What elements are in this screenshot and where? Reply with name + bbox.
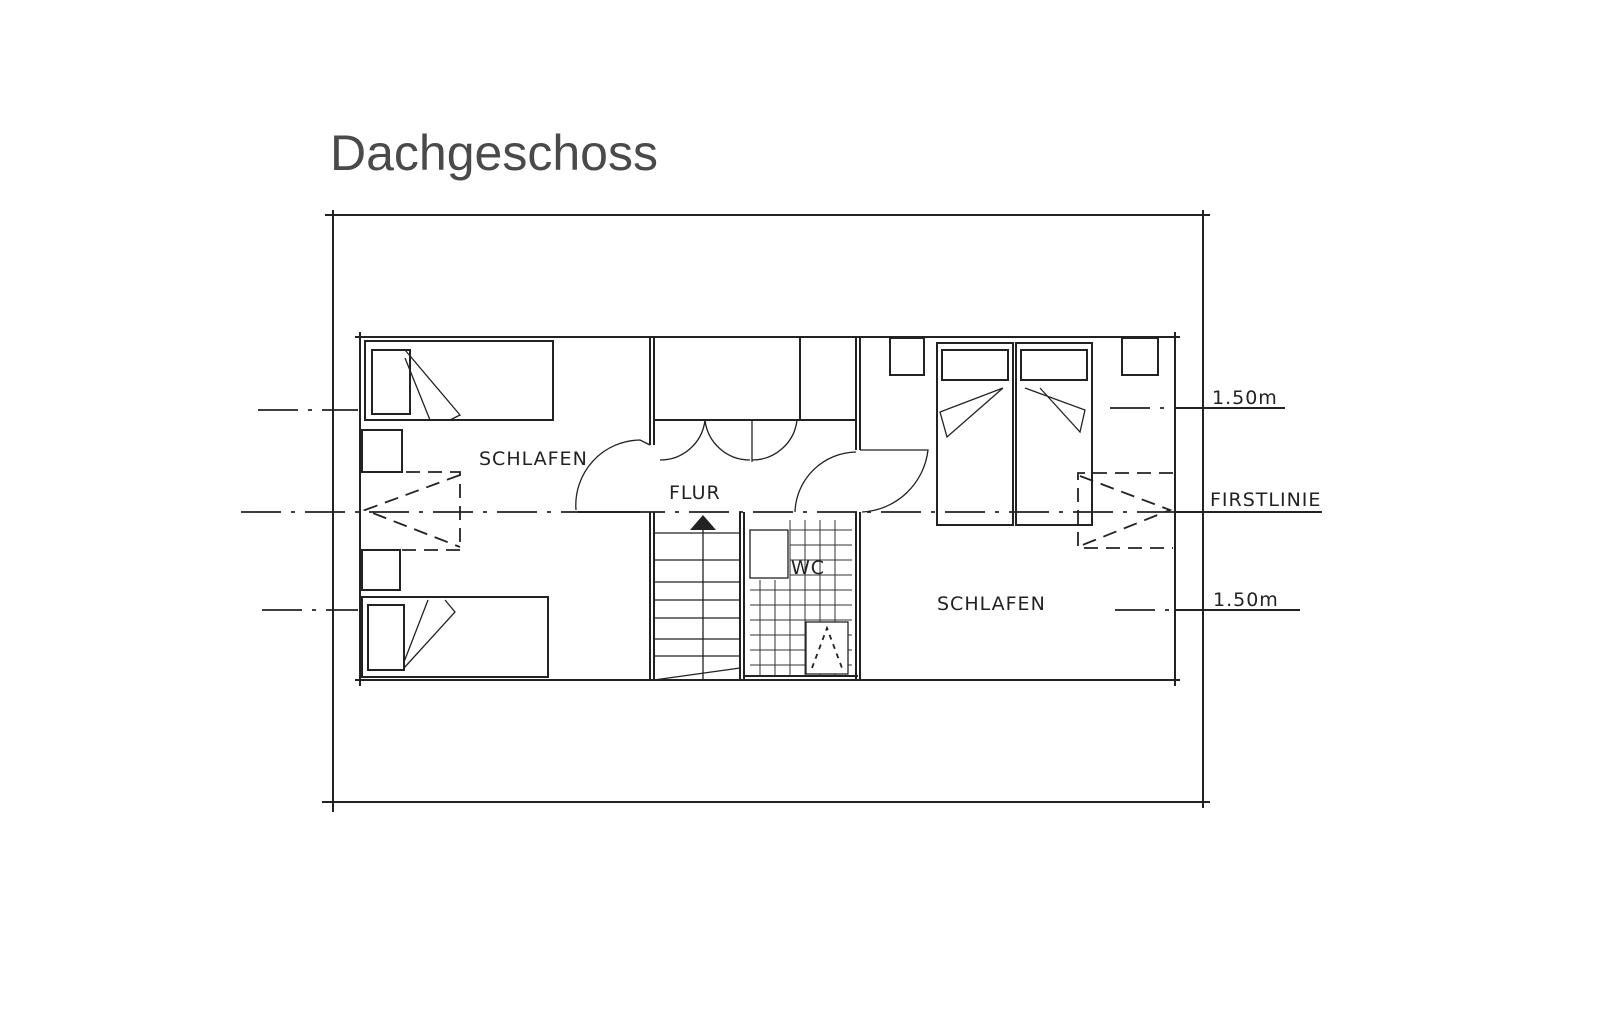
stair-arrow-icon — [690, 515, 716, 530]
left-furniture — [361, 340, 554, 678]
room-label-right-bedroom: SCHLAFEN — [937, 593, 1046, 615]
room-label-left-bedroom: SCHLAFEN — [479, 448, 588, 470]
outer-frame — [322, 210, 1210, 812]
floor-title: Dachgeschoss — [330, 125, 658, 181]
upper-height-label: 1.50m — [1212, 387, 1278, 409]
plan-walls — [355, 332, 1180, 686]
dimension-lines — [241, 407, 1322, 611]
lower-height-label: 1.50m — [1213, 589, 1279, 611]
sink — [749, 529, 789, 579]
room-label-wc: WC — [791, 557, 825, 579]
ridge-line-label: FIRSTLINIE — [1210, 489, 1321, 511]
room-label-hallway: FLUR — [669, 482, 721, 504]
right-furniture — [889, 337, 1159, 526]
